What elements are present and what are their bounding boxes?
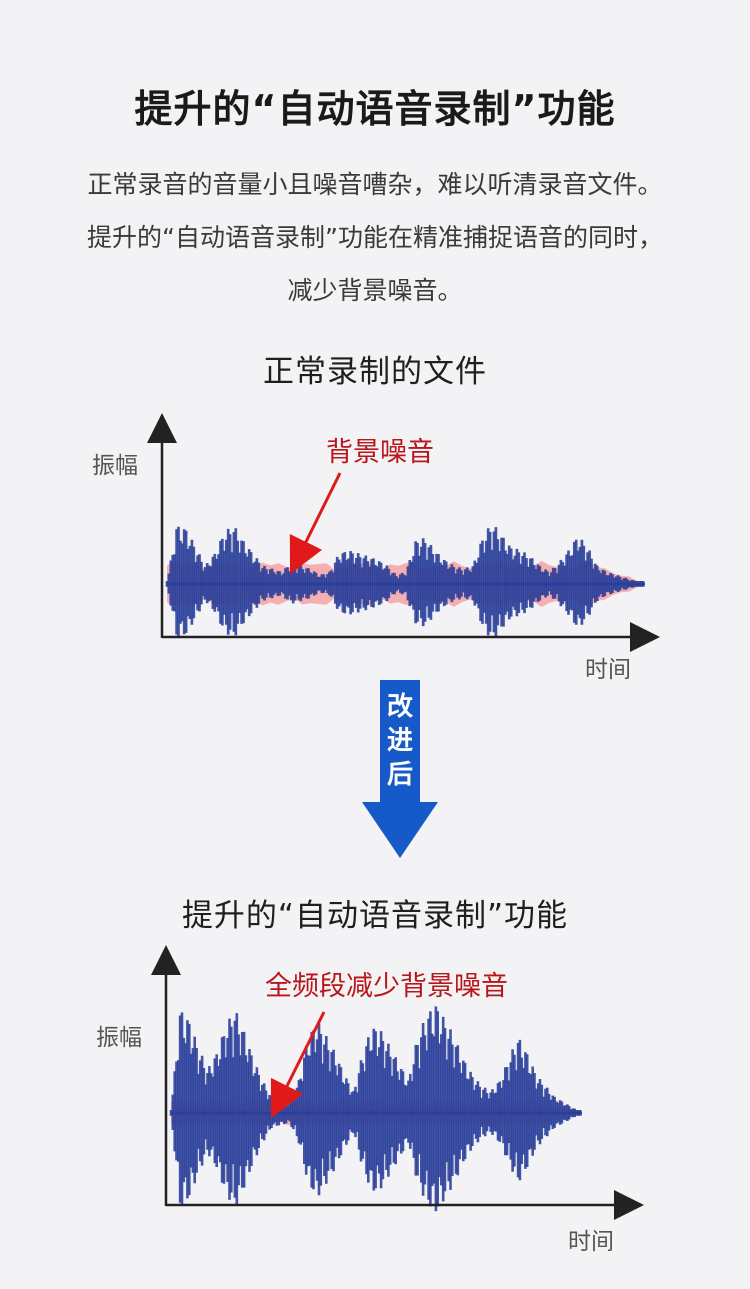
improvement-label: 改 进 后 [362, 690, 438, 792]
page-headline: 提升的“自动语音录制”功能 [134, 87, 616, 131]
before-title: 正常录制的文件 [263, 354, 487, 390]
intro-line: 正常录音的音量小且噪音嘈杂，难以听清录音文件。 [87, 170, 663, 199]
intro-paragraph: 正常录音的音量小且噪音嘈杂，难以听清录音文件。 提升的“自动语音录制”功能在精准… [20, 158, 730, 317]
intro-line: 减少背景噪音。 [287, 276, 463, 305]
after-title: 提升的“自动语音录制”功能 [181, 898, 569, 934]
before-waveform-chart [147, 413, 660, 652]
after-pointer-arrow [270, 1011, 326, 1119]
after-speech-wave [169, 1006, 582, 1212]
after-x-label: 时间 [568, 1229, 614, 1255]
after-waveform-chart [151, 945, 644, 1220]
before-y-label: 振幅 [92, 453, 138, 479]
before-speech-wave [165, 526, 645, 637]
after-y-label: 振幅 [96, 1025, 142, 1051]
after-annotation: 全频段减少背景噪音 [265, 971, 508, 1002]
improvement-char: 进 [386, 726, 413, 756]
before-pointer-arrow [289, 472, 342, 575]
improvement-char: 后 [386, 760, 413, 790]
improvement-char: 改 [386, 692, 413, 722]
improvement-down-arrow [362, 680, 438, 858]
before-annotation: 背景噪音 [326, 437, 434, 468]
intro-line: 提升的“自动语音录制”功能在精准捕捉语音的同时， [87, 223, 663, 252]
before-x-label: 时间 [585, 657, 631, 683]
